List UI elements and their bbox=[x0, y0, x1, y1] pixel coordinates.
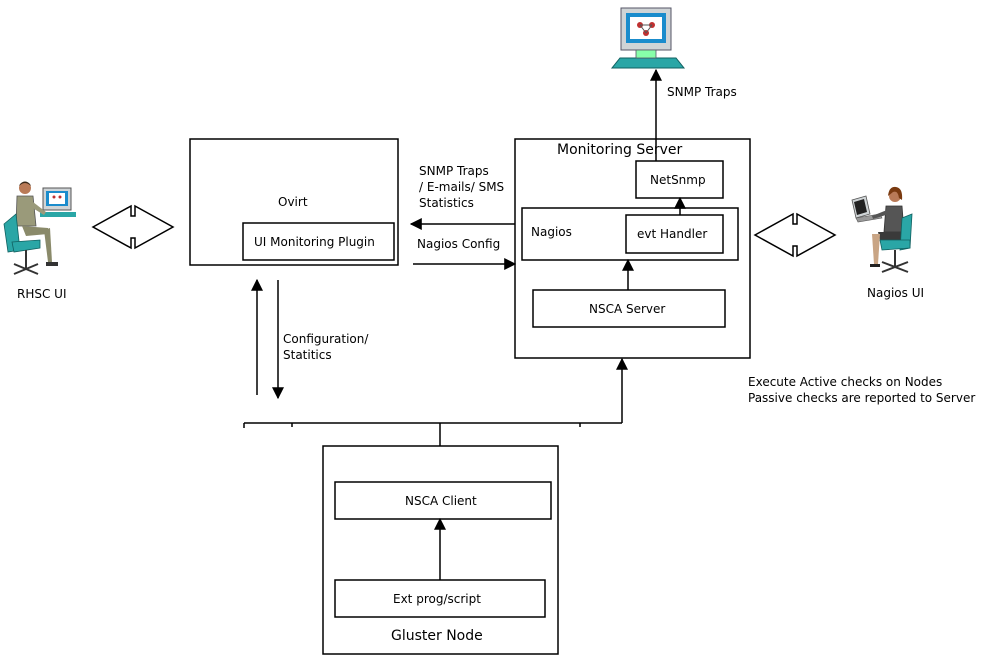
configuration-line1: Configuration/ bbox=[283, 332, 369, 346]
monitoring-server-box bbox=[514, 138, 751, 359]
nsca-client-label: NSCA Client bbox=[405, 494, 477, 508]
evt-handler-label: evt Handler bbox=[637, 227, 708, 241]
ui-monitoring-plugin-label: UI Monitoring Plugin bbox=[254, 235, 375, 249]
nagios-label: Nagios bbox=[531, 225, 572, 239]
gluster-node-label: Gluster Node bbox=[391, 628, 483, 644]
snmp-traps-line3: Statistics bbox=[419, 196, 474, 210]
nagios-ui-label: Nagios UI bbox=[867, 286, 925, 300]
rhsc-ovirt-double-arrow bbox=[91, 204, 175, 250]
person-with-laptop-icon bbox=[851, 186, 913, 273]
nsca-server-box bbox=[532, 289, 726, 328]
network-monitor-workstation-icon bbox=[610, 7, 686, 69]
snmp-traps-top-label: SNMP Traps bbox=[667, 85, 737, 99]
person-at-computer-icon bbox=[3, 181, 76, 275]
ext-prog-script-label: Ext prog/script bbox=[393, 592, 481, 606]
snmp-traps-line2: / E-mails/ SMS bbox=[419, 180, 505, 194]
checks-line2: Passive checks are reported to Server bbox=[748, 391, 976, 405]
snmp-traps-line1: SNMP Traps bbox=[419, 164, 489, 178]
checks-line1: Execute Active checks on Nodes bbox=[748, 375, 943, 389]
server-nagiosui-double-arrow bbox=[753, 212, 837, 258]
evt-handler-box bbox=[625, 214, 724, 254]
monitoring-server-label: Monitoring Server bbox=[557, 142, 683, 158]
ovirt-box bbox=[189, 138, 399, 266]
configuration-line2: Statitics bbox=[283, 348, 332, 362]
netsnmp-label: NetSnmp bbox=[650, 173, 706, 187]
ui-monitoring-plugin-box bbox=[242, 222, 395, 261]
nagios-config-label: Nagios Config bbox=[417, 237, 501, 251]
nsca-server-label: NSCA Server bbox=[589, 302, 666, 316]
rhsc-ui-label: RHSC UI bbox=[17, 287, 67, 301]
ovirt-label: Ovirt bbox=[278, 195, 308, 209]
